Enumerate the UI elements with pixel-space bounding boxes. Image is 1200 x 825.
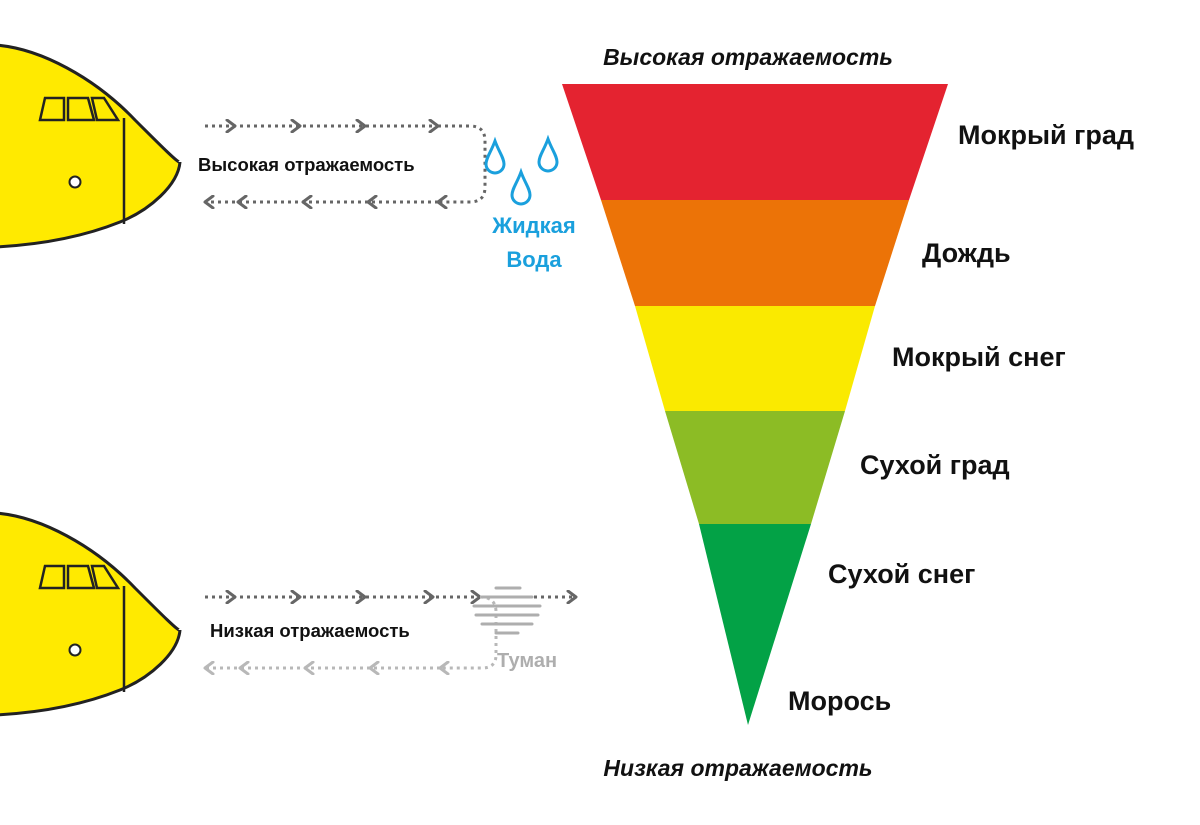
water-drop-icon xyxy=(484,136,506,175)
fog-icon xyxy=(472,586,542,635)
aircraft-window-3 xyxy=(90,564,121,590)
aircraft-window-1 xyxy=(38,564,66,590)
pyramid-top-label: Высокая отражаемость xyxy=(603,44,893,70)
band-label-drizzle: Морось xyxy=(788,686,891,716)
water-drop-group xyxy=(484,134,559,206)
band-label-wet-hail: Мокрый град xyxy=(958,120,1134,150)
signal-label-low: Низкая отражаемость xyxy=(210,620,410,641)
aircraft-body xyxy=(0,44,182,249)
band-wet-snow xyxy=(635,306,875,411)
aircraft-window-3 xyxy=(90,96,121,122)
fog-label: Туман xyxy=(497,650,557,672)
water-drop-icon xyxy=(510,167,532,206)
signal-low: Низкая отражаемость xyxy=(205,597,576,668)
water-drop-icon xyxy=(537,134,559,173)
band-label-dry-hail: Сухой град xyxy=(860,450,1010,480)
aircraft-port xyxy=(68,643,82,657)
aircraft-window-2 xyxy=(66,96,96,122)
pyramid-bottom-label: Низкая отражаемость xyxy=(603,755,872,781)
aircraft-nose-top xyxy=(0,44,182,249)
signal-high: Высокая отражаемость xyxy=(198,124,487,204)
liquid-water-label-line2: Вода xyxy=(506,247,562,272)
band-label-wet-snow: Мокрый снег xyxy=(892,342,1066,372)
aircraft-body xyxy=(0,512,182,717)
band-dry-hail xyxy=(665,411,845,524)
aircraft-window-2 xyxy=(66,564,96,590)
pyramid xyxy=(562,84,948,725)
liquid-water-label-line1: Жидкая xyxy=(491,213,575,238)
band-dry-snow xyxy=(699,524,811,725)
aircraft-nose-bottom xyxy=(0,512,182,717)
band-wet-hail xyxy=(562,84,948,200)
signal-loop-high xyxy=(438,124,487,204)
band-label-dry-snow: Сухой снег xyxy=(828,559,975,589)
band-rain xyxy=(601,200,909,306)
signal-label-high: Высокая отражаемость xyxy=(198,154,415,175)
band-label-rain: Дождь xyxy=(922,238,1011,268)
aircraft-window-1 xyxy=(38,96,66,122)
signal-loop-low xyxy=(440,595,498,670)
aircraft-port xyxy=(68,175,82,189)
